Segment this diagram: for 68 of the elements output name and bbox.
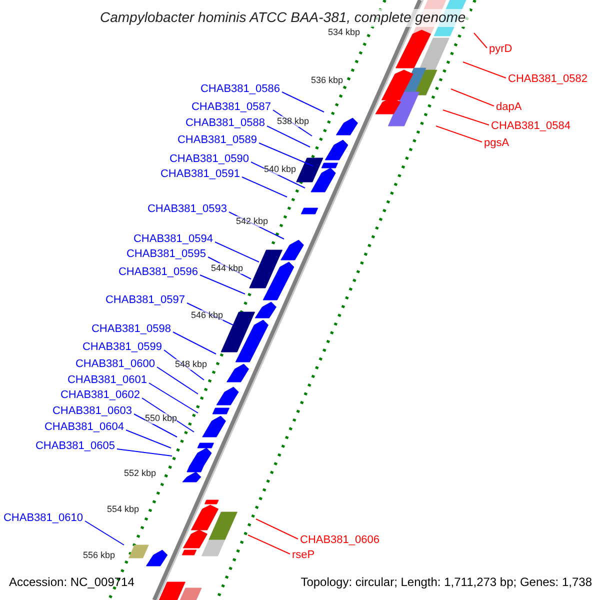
gene-label: CHAB381_0589 <box>177 133 257 148</box>
position-tick-label: 556 kbp <box>82 550 116 561</box>
leader-line <box>214 242 260 262</box>
leader-line <box>442 110 490 126</box>
position-tick-label: 544 kbp <box>210 263 244 274</box>
leader-line <box>200 274 246 294</box>
leader-line <box>462 62 506 78</box>
gene-label: CHAB381_0600 <box>75 357 155 372</box>
gene-label: CHAB381_0584 <box>491 119 571 134</box>
gene-label: CHAB381_0586 <box>200 82 280 97</box>
leader-line <box>164 350 204 380</box>
gene-label: CHAB381_0594 <box>133 232 213 247</box>
genome-summary-text: Topology: circular; Length: 1,711,273 bp; Genes: 1,738 <box>300 574 592 590</box>
position-tick-label: 552 kbp <box>124 468 156 479</box>
leader-line <box>266 126 310 148</box>
position-tick-label: 542 kbp <box>236 216 268 227</box>
gene-label: CHAB381_0596 <box>118 265 198 280</box>
gene-label: CHAB381_0610 <box>3 511 83 526</box>
gene-label: CHAB381_0582 <box>508 72 588 87</box>
leader-line <box>272 110 312 136</box>
leader-line <box>84 520 124 546</box>
gene-label: CHAB381_0599 <box>82 340 162 355</box>
gene-label: CHAB381_0588 <box>185 116 265 131</box>
leader-line <box>436 126 482 142</box>
position-tick-label: 536 kbp <box>310 75 344 86</box>
gene-label: CHAB381_0601 <box>67 373 147 388</box>
leader-line <box>172 332 216 354</box>
leader-line <box>474 32 488 48</box>
position-tick-label: 550 kbp <box>144 413 178 424</box>
leader-line <box>142 398 194 432</box>
gene-label: CHAB381_0595 <box>126 247 206 262</box>
position-tick-label: 540 kbp <box>264 164 296 175</box>
accession-text: Accession: NC_009714 <box>9 574 134 590</box>
leader-line <box>248 534 290 554</box>
gene-label: CHAB381_0606 <box>300 533 380 548</box>
gene-label: CHAB381_0602 <box>60 388 140 403</box>
gene-label: CHAB381_0587 <box>191 100 271 115</box>
position-tick-label: 554 kbp <box>106 504 140 515</box>
leader-line <box>126 430 172 448</box>
gene-label: CHAB381_0603 <box>52 404 132 419</box>
gene-label: CHAB381_0604 <box>44 420 124 435</box>
leader-line <box>148 382 198 414</box>
leader-line <box>116 448 172 456</box>
leader-line <box>186 302 234 326</box>
leader-line <box>282 92 324 112</box>
leader-line <box>208 256 252 280</box>
gene-label: CHAB381_0593 <box>147 202 227 217</box>
leader-line <box>134 414 178 438</box>
leader-line <box>258 142 314 166</box>
leader-line <box>156 366 198 394</box>
leader-line <box>256 518 298 540</box>
position-tick-label: 534 kbp <box>328 27 360 38</box>
leader-line <box>228 212 284 240</box>
gene-label: pgsA <box>484 136 510 151</box>
gene-label: CHAB381_0591 <box>160 167 240 182</box>
leader-line <box>242 176 288 198</box>
position-tick-label: 546 kbp <box>190 310 224 321</box>
gene-label: pyrD <box>489 42 512 57</box>
gene-label: CHAB381_0590 <box>169 152 249 167</box>
gene-label: dapA <box>496 100 522 115</box>
leader-line <box>250 162 306 188</box>
leader-line <box>450 88 494 106</box>
gene-label: rseP <box>292 548 315 563</box>
position-tick-label: 538 kbp <box>276 116 310 127</box>
gene-label: CHAB381_0605 <box>35 439 115 454</box>
gene-label: CHAB381_0598 <box>91 322 171 337</box>
gene-label: CHAB381_0597 <box>105 293 185 308</box>
position-tick-label: 548 kbp <box>174 359 208 370</box>
